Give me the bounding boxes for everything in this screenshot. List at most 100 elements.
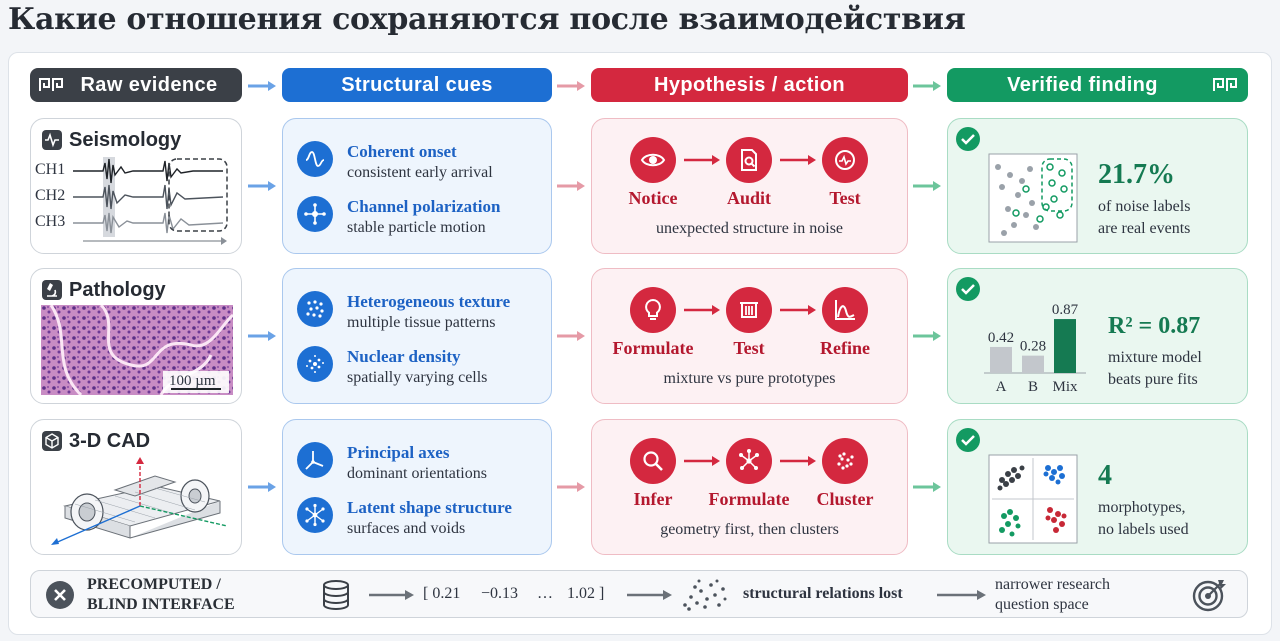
arrow-right-icon (557, 482, 585, 492)
seismograph-icon (42, 130, 62, 150)
step-label: Refine (820, 338, 870, 358)
scatter-thumbnail (988, 153, 1078, 243)
cue-title: Principal axes (347, 443, 450, 462)
bar-category-label: A (996, 379, 1007, 395)
cue-description: spatially varying cells (347, 369, 488, 386)
arrow-right-icon (557, 81, 585, 91)
arrow-right-icon (557, 181, 585, 191)
cue-title: Nuclear density (347, 347, 461, 366)
hypothesis-card-cad: Infer Formulate Cluster geometry first, … (591, 419, 908, 555)
cube-icon (42, 431, 62, 451)
header-verified-finding: Verified finding (947, 68, 1248, 102)
result-text: narrower research (995, 576, 1111, 593)
channel-label: CH2 (35, 187, 66, 204)
cue-description: multiple tissue patterns (347, 314, 496, 331)
arrow-right-icon (684, 305, 720, 315)
raw-card-pathology: Pathology 100 µm (30, 268, 242, 404)
cue-description: stable particle motion (347, 219, 486, 236)
cluster-thumbnail (988, 454, 1078, 544)
check-icon (956, 277, 980, 301)
hypothesis-card-pathology: Formulate Test Refine mixture vs pure pr… (591, 268, 908, 404)
cue-description: consistent early arrival (347, 164, 493, 181)
test-tubes-icon (726, 287, 772, 333)
cue-description: surfaces and voids (347, 520, 466, 537)
bar-category-label: B (1028, 379, 1038, 395)
interface-label: BLIND INTERFACE (87, 596, 235, 613)
arrow-right-icon (248, 81, 276, 91)
graph-icon (726, 438, 772, 484)
arrow-right-icon (913, 81, 941, 91)
database-icon (323, 580, 349, 611)
page-title: Какие отношения сохраняются после взаимо… (8, 2, 966, 37)
step-label: Notice (628, 188, 678, 208)
wave-icon (297, 141, 333, 177)
arrow-right-icon (684, 155, 720, 165)
step-label: Audit (726, 188, 771, 208)
curve-icon (822, 287, 868, 333)
magnifier-icon (630, 438, 676, 484)
histology-image (41, 305, 233, 395)
arrow-right-icon (913, 331, 941, 341)
step-note: mixture vs pure prototypes (663, 370, 836, 387)
verified-card-seismology: 21.7% of noise labels are real events (947, 118, 1248, 254)
finding-description: morphotypes, (1098, 499, 1186, 516)
scattered-points-icon (683, 579, 727, 611)
channel-label: CH1 (35, 161, 66, 178)
lightbulb-icon (630, 287, 676, 333)
network-icon (297, 497, 333, 533)
eye-icon (630, 137, 676, 183)
polarization-icon (297, 196, 333, 232)
step-label: Formulate (612, 338, 694, 358)
cues-card-cad: Principal axes dominant orientations Lat… (282, 419, 552, 555)
domain-title: Pathology (69, 279, 166, 301)
fret-pattern-icon (1213, 78, 1237, 91)
raw-card-seismology: Seismology CH1 CH2 CH3 (30, 118, 242, 254)
step-label: Infer (633, 489, 673, 509)
bar-value-label: 0.28 (1020, 339, 1046, 355)
finding-value: R² = 0.87 (1108, 313, 1201, 339)
finding-description: of noise labels (1098, 198, 1191, 215)
step-label: Cluster (816, 489, 874, 509)
bar-value-label: 0.87 (1052, 302, 1079, 318)
arrow-right-icon (780, 305, 816, 315)
precomputed-interface-strip: PRECOMPUTED / BLIND INTERFACE [ 0.21 −0.… (30, 570, 1248, 618)
step-note: unexpected structure in noise (655, 220, 844, 237)
domain-title: 3-D CAD (69, 430, 151, 452)
texture-icon (297, 291, 333, 327)
test-gauge-icon (822, 137, 868, 183)
arrow-right-icon (780, 155, 816, 165)
cues-card-seismology: Coherent onset consistent early arrival … (282, 118, 552, 254)
header-raw-evidence: Raw evidence (30, 68, 242, 102)
interface-label: PRECOMPUTED / (87, 576, 221, 593)
verified-card-cad: 4 morphotypes, no labels used (947, 419, 1248, 555)
density-icon (297, 346, 333, 382)
cue-title: Latent shape structure (347, 498, 512, 517)
vector-value: [ 0.21 (423, 585, 461, 602)
finding-description: are real events (1098, 220, 1191, 237)
result-text: question space (995, 596, 1089, 613)
arrow-right-icon (780, 456, 816, 466)
bar-b (1022, 355, 1044, 373)
cue-title: Heterogeneous texture (347, 292, 511, 311)
bar-value-label: 0.42 (988, 330, 1014, 346)
arrow-right-icon (248, 482, 276, 492)
seismogram-traces (73, 157, 228, 245)
microscope-icon (42, 280, 62, 300)
bar-category-label: Mix (1052, 379, 1078, 395)
vector-value: −0.13 (481, 585, 519, 602)
bar-a (990, 346, 1012, 373)
arrow-right-icon (627, 590, 672, 600)
arrow-right-icon (684, 456, 720, 466)
hypothesis-card-seismology: Notice Audit Test unexpected structure i… (591, 118, 908, 254)
cad-model-image (51, 457, 228, 545)
arrow-right-icon (913, 181, 941, 191)
finding-value: 4 (1098, 460, 1112, 491)
target-icon (1192, 580, 1226, 612)
arrow-right-icon (248, 331, 276, 341)
arrow-right-icon (557, 331, 585, 341)
bar-mix (1054, 319, 1076, 373)
step-note: geometry first, then clusters (660, 521, 839, 538)
close-circle-icon (46, 581, 74, 609)
finding-description: beats pure fits (1108, 371, 1198, 388)
